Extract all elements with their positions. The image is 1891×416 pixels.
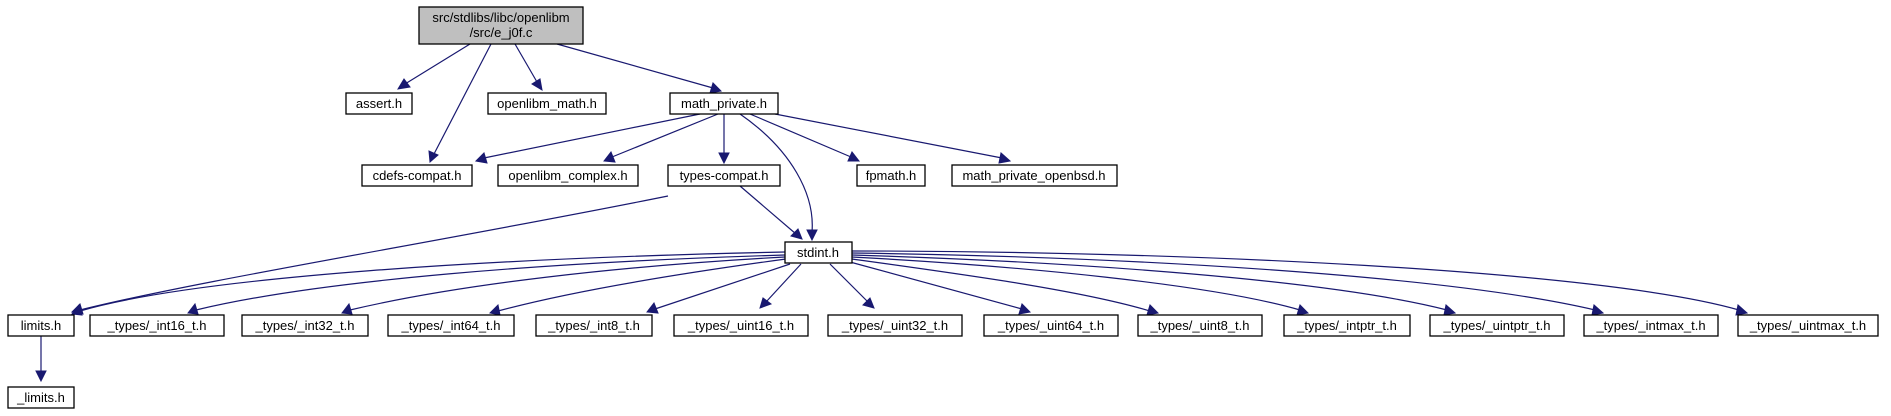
edge-stdint-to-int32 — [341, 256, 786, 315]
node-types-intmax-t-h[interactable]: _types/_intmax_t.h — [1583, 314, 1719, 337]
edge-root-to-math-private — [556, 43, 723, 94]
edge-stdint-to-intptr — [851, 256, 1310, 316]
edge-stdint-to-int16 — [187, 254, 786, 315]
edge-root-to-cdefs-compat — [428, 43, 492, 164]
node-types-intmax-t-h-label: _types/_intmax_t.h — [1595, 318, 1705, 333]
node-types-uint64-t-h-label: _types/_uint64_t.h — [997, 318, 1104, 333]
edge-types-compat-to-stdint — [739, 185, 803, 240]
node-types-uint16-t-h-label: _types/_uint16_t.h — [687, 318, 794, 333]
node-types-uint8-t-h[interactable]: _types/_uint8_t.h — [1137, 314, 1263, 337]
edge-types-compat-to-limits — [70, 195, 669, 315]
edge-stdint-to-int64 — [488, 258, 787, 316]
edge-stdint-to-intmax — [851, 252, 1605, 316]
node-types-int16-t-h-label: _types/_int16_t.h — [106, 318, 206, 333]
node-types-uint16-t-h[interactable]: _types/_uint16_t.h — [673, 314, 809, 337]
node-types-int16-t-h[interactable]: _types/_int16_t.h — [89, 314, 225, 337]
node-limits-h[interactable]: limits.h — [7, 314, 75, 337]
edge-stdint-to-uint32 — [829, 263, 875, 309]
node-stdint-h-label: stdint.h — [797, 245, 839, 260]
node-types-uint8-t-h-label: _types/_uint8_t.h — [1149, 318, 1249, 333]
node-math-private-openbsd-h-label: math_private_openbsd.h — [962, 168, 1105, 183]
node-_limits-h[interactable]: _limits.h — [7, 386, 75, 409]
node-limits-h-label: limits.h — [21, 318, 61, 333]
node-types-intptr-t-h[interactable]: _types/_intptr_t.h — [1283, 314, 1411, 337]
node-types-int32-t-h-label: _types/_int32_t.h — [254, 318, 354, 333]
node-openlibm-complex-h-label: openlibm_complex.h — [508, 168, 627, 183]
root-file-label-line-1: src/stdlibs/libc/openlibm — [432, 10, 569, 25]
node-fpmath-h[interactable]: fpmath.h — [856, 164, 926, 187]
node-types-compat-h[interactable]: types-compat.h — [667, 164, 781, 187]
node-types-int8-t-h-label: _types/_int8_t.h — [547, 318, 640, 333]
node-math-private-openbsd-h[interactable]: math_private_openbsd.h — [951, 164, 1118, 187]
node-math-private-h-label: math_private.h — [681, 96, 767, 111]
node-types-uint32-t-h-label: _types/_uint32_t.h — [841, 318, 948, 333]
edge-root-to-assert — [397, 43, 471, 90]
nodes: src/stdlibs/libc/openlibm /src/e_j0f.c a… — [7, 6, 1879, 409]
edge-math-private-to-stdint — [739, 113, 818, 242]
node-types-compat-h-label: types-compat.h — [680, 168, 769, 183]
edge-stdint-to-uintmax — [851, 250, 1749, 316]
node-fpmath-h-label: fpmath.h — [866, 168, 917, 183]
node-types-int8-t-h[interactable]: _types/_int8_t.h — [535, 314, 653, 337]
edge-math-private-to-fpmath — [749, 113, 861, 162]
node-openlibm-math-h-label: openlibm_math.h — [497, 96, 597, 111]
node-types-uintptr-t-h[interactable]: _types/_uintptr_t.h — [1429, 314, 1565, 337]
node-types-uintmax-t-h-label: _types/_uintmax_t.h — [1749, 318, 1866, 333]
edge-math-private-to-math-private-openbsd — [774, 113, 1012, 164]
edge-stdint-to-uintptr — [851, 254, 1457, 316]
node-openlibm-math-h[interactable]: openlibm_math.h — [487, 92, 607, 115]
edge-stdint-to-uint8 — [851, 258, 1160, 316]
edge-stdint-to-uint16 — [759, 263, 802, 309]
node-cdefs-compat-h[interactable]: cdefs-compat.h — [361, 164, 473, 187]
node-types-uint64-t-h[interactable]: _types/_uint64_t.h — [983, 314, 1119, 337]
edge-stdint-to-limits — [71, 251, 786, 316]
node-openlibm-complex-h[interactable]: openlibm_complex.h — [497, 164, 639, 187]
root-file-node[interactable]: src/stdlibs/libc/openlibm /src/e_j0f.c — [418, 6, 584, 45]
node-types-int64-t-h[interactable]: _types/_int64_t.h — [387, 314, 515, 337]
node-assert-h[interactable]: assert.h — [345, 92, 413, 115]
node-types-int64-t-h-label: _types/_int64_t.h — [400, 318, 500, 333]
node-types-int32-t-h[interactable]: _types/_int32_t.h — [241, 314, 369, 337]
node-stdint-h[interactable]: stdint.h — [784, 241, 853, 264]
edge-math-private-to-cdefs-compat — [474, 113, 701, 164]
node-assert-h-label: assert.h — [356, 96, 402, 111]
node-types-uintptr-t-h-label: _types/_uintptr_t.h — [1443, 318, 1551, 333]
edge-limits-to-_limits — [35, 336, 47, 383]
edge-math-private-to-types-compat — [718, 114, 730, 165]
node-_limits-h-label: _limits.h — [16, 390, 65, 405]
edge-root-to-openlibm-math — [514, 43, 543, 91]
edge-stdint-to-uint64 — [849, 261, 1032, 315]
node-types-intptr-t-h-label: _types/_intptr_t.h — [1296, 318, 1397, 333]
edge-stdint-to-int8 — [646, 263, 791, 314]
node-types-uintmax-t-h[interactable]: _types/_uintmax_t.h — [1737, 314, 1879, 337]
node-cdefs-compat-h-label: cdefs-compat.h — [373, 168, 462, 183]
node-types-uint32-t-h[interactable]: _types/_uint32_t.h — [827, 314, 963, 337]
edge-math-private-to-openlibm-complex — [603, 113, 719, 163]
node-math-private-h[interactable]: math_private.h — [669, 92, 779, 115]
edges — [35, 43, 1749, 383]
root-file-label-line-2: /src/e_j0f.c — [470, 25, 533, 40]
